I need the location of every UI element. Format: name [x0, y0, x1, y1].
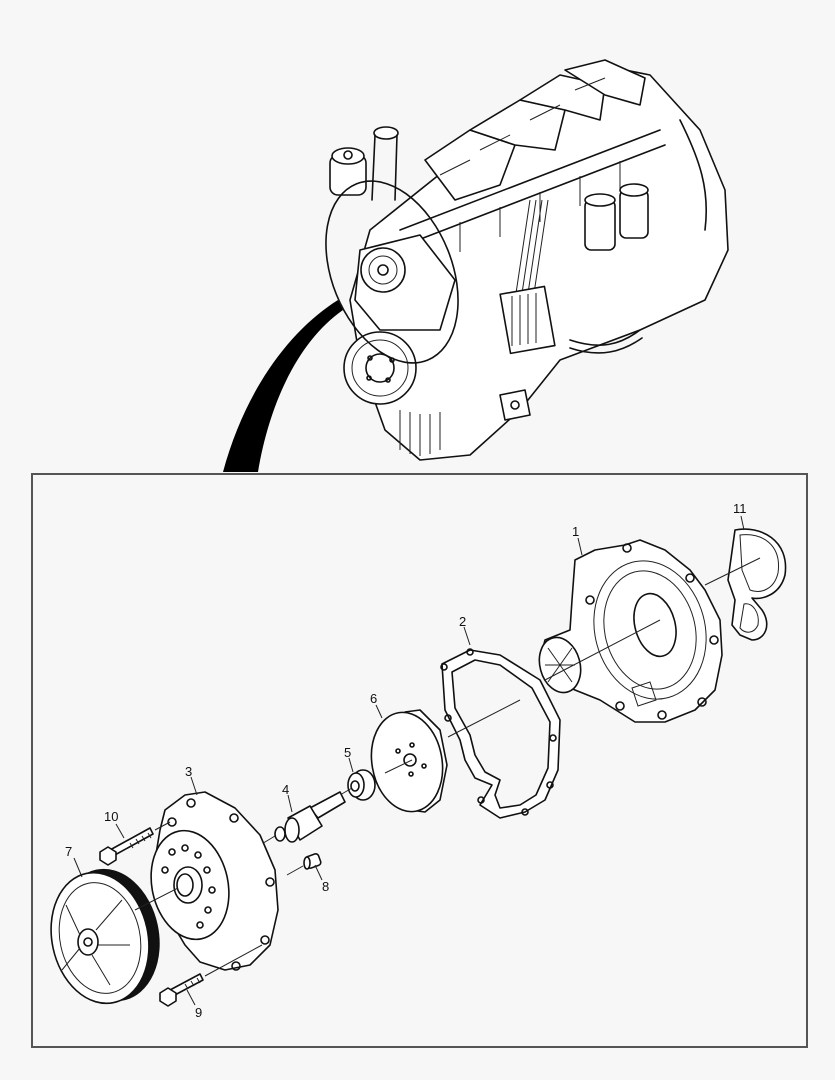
- callout-9: 9: [195, 1005, 202, 1020]
- callout-8: 8: [322, 879, 329, 894]
- callout-4: 4: [282, 782, 289, 797]
- engine-overview: [223, 59, 729, 472]
- callout-10: 10: [104, 809, 118, 824]
- callout-11: 11: [733, 501, 747, 516]
- callout-7: 7: [65, 844, 72, 859]
- part-6-impeller: [370, 709, 448, 813]
- highlight-leader: [223, 300, 343, 472]
- callout-1: 1: [572, 524, 579, 539]
- part-8-dowel-sleeve: [286, 853, 322, 876]
- callout-2: 2: [459, 614, 466, 629]
- callouts: 1 2 3 4 5 6 7 8 9 10 11: [65, 501, 747, 1020]
- callout-3: 3: [185, 764, 192, 779]
- highlight-ellipse: [325, 180, 459, 364]
- part-4-shaft-bearing: [259, 791, 346, 846]
- overview-crank-damper: [343, 331, 417, 405]
- part-11-thermostat-gasket: [704, 528, 787, 641]
- part-10-bolt-upper: [99, 821, 171, 866]
- part-9-bolt-lower: [159, 944, 263, 1007]
- part-1-pump-housing: [538, 539, 723, 723]
- part-5-seal: [339, 769, 376, 801]
- part-3-pump-cover: [150, 791, 279, 971]
- callout-6: 6: [370, 691, 377, 706]
- part-7-pulley: [50, 868, 179, 1005]
- callout-5: 5: [344, 745, 351, 760]
- overview-water-pump-pulley: [360, 247, 406, 293]
- part-2-housing-gasket: [440, 648, 561, 819]
- detail-frame: [31, 473, 808, 1048]
